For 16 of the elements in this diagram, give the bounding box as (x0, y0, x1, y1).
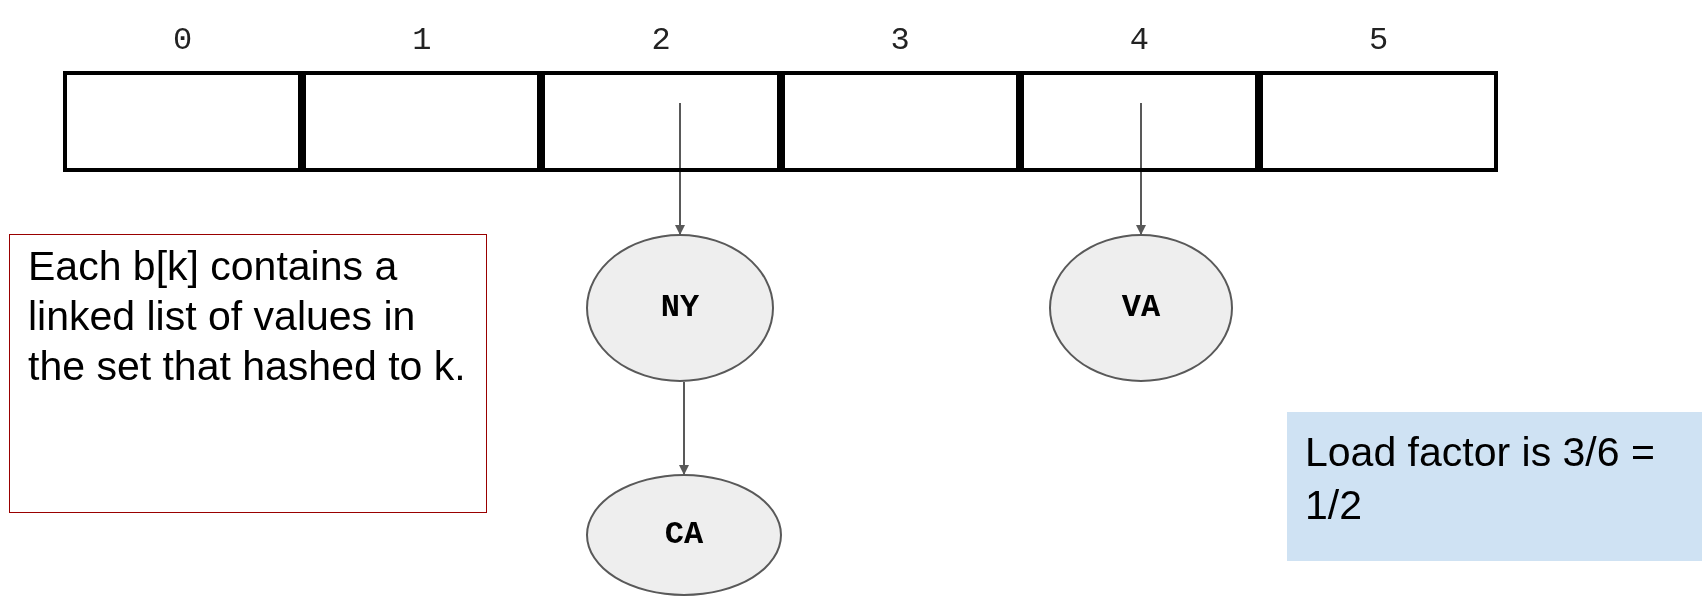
node-value: VA (1121, 288, 1161, 328)
info-box (1287, 412, 1702, 561)
index-label: 4 (1129, 21, 1149, 61)
arrow (1136, 102, 1146, 235)
note-text: Each b[k] contains a linked list of values in the set that hashed to k. (28, 242, 467, 391)
node-value: CA (664, 515, 704, 555)
index-label: 5 (1369, 21, 1389, 61)
node-value: NY (660, 288, 700, 328)
note-box (9, 234, 487, 513)
index-label: 0 (173, 21, 193, 61)
index-label: 3 (890, 21, 910, 61)
index-label: 2 (651, 21, 671, 61)
note-text: Load factor is 3/6 = 1/2 (1305, 428, 1656, 530)
index-label: 1 (412, 21, 432, 61)
arrow (679, 381, 689, 475)
arrow (675, 102, 685, 235)
